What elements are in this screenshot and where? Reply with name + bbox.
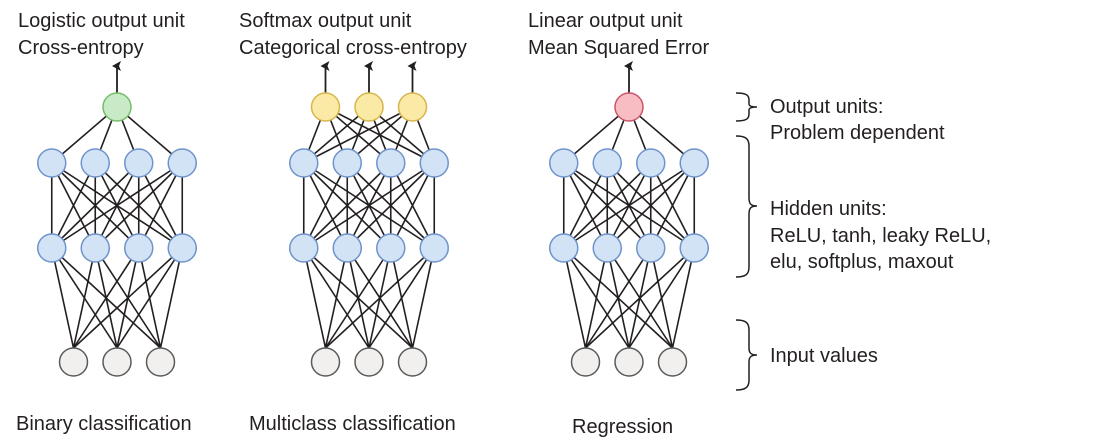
multiclass-edge-hidden2-hidden1: [303, 162, 435, 249]
binary-title-line1: Logistic output unit: [18, 10, 185, 32]
binary-title-line2: Cross-entropy: [18, 37, 144, 59]
binary-edge-hidden2-hidden1: [51, 162, 96, 249]
regression-edge-hidden2-hidden1: [563, 162, 695, 249]
output-brace: [735, 92, 758, 122]
binary-edge-hidden2-hidden1: [51, 162, 140, 249]
multiclass-edge-input-hidden2: [389, 247, 414, 349]
binary-input-node: [58, 347, 89, 377]
regression-hidden1-node: [592, 148, 622, 178]
binary-hidden1-node: [167, 148, 197, 178]
multiclass-title-line2: Categorical cross-entropy: [239, 37, 467, 59]
multiclass-hidden1-node: [289, 148, 319, 178]
regression-edge-input-hidden2: [649, 247, 674, 349]
regression-hidden1-node: [636, 148, 666, 178]
regression-edge-input-hidden2: [562, 247, 587, 349]
multiclass-hidden2-node: [419, 233, 449, 263]
binary-hidden1-node: [124, 148, 154, 178]
binary-hidden1-node: [80, 148, 110, 178]
multiclass-hidden1-node: [376, 148, 406, 178]
multiclass-edge-hidden2-hidden1: [346, 162, 435, 249]
regression-edge-hidden2-hidden1: [650, 162, 695, 249]
binary-edge-input-hidden2: [51, 247, 118, 349]
regression-input-node: [657, 347, 688, 377]
regression-hidden1-node: [679, 148, 709, 178]
multiclass-edge-hidden1-output: [325, 106, 435, 164]
regression-input-node: [570, 347, 601, 377]
multiclass-edge-input-hidden2: [302, 247, 327, 349]
regression-edge-input-hidden2: [606, 247, 674, 349]
regression-edge-input-hidden2: [563, 247, 630, 349]
binary-edge-hidden2-hidden1: [94, 162, 183, 249]
regression-title-line1: Linear output unit: [528, 10, 683, 32]
multiclass-output-node: [397, 92, 428, 122]
binary-edge-input-hidden2: [159, 247, 184, 349]
multiclass-caption: Multiclass classification: [249, 413, 456, 435]
regression-caption: Regression: [572, 416, 673, 438]
regression-edge-input-hidden2: [671, 247, 696, 349]
multiclass-output-node: [354, 92, 384, 122]
regression-hidden2-node: [679, 233, 709, 263]
hidden-units-desc-line2: elu, softplus, maxout: [770, 251, 954, 273]
multiclass-input-node: [397, 347, 428, 377]
binary-hidden2-node: [80, 233, 110, 263]
input-brace: [735, 319, 758, 391]
multiclass-title-line1: Softmax output unit: [239, 10, 412, 32]
binary-edge-input-hidden2: [94, 247, 162, 349]
regression-hidden2-node: [549, 233, 579, 263]
binary-hidden2-node: [124, 233, 154, 263]
regression-hidden2-node: [636, 233, 666, 263]
binary-hidden2-node: [167, 233, 197, 263]
binary-input-node: [102, 347, 132, 377]
multiclass-output-node: [310, 92, 341, 122]
multiclass-hidden2-node: [376, 233, 406, 263]
regression-edge-hidden2-hidden1: [563, 162, 652, 249]
binary-input-node: [145, 347, 176, 377]
multiclass-edge-hidden2-hidden1: [303, 162, 392, 249]
output-units-desc: Problem dependent: [770, 122, 945, 144]
binary-hidden1-node: [37, 148, 67, 178]
multiclass-edge-input-hidden2: [411, 247, 436, 349]
binary-edge-input-hidden2: [50, 247, 75, 349]
regression-title-line2: Mean Squared Error: [528, 37, 710, 59]
regression-hidden1-node: [549, 148, 579, 178]
multiclass-edge-hidden2-hidden1: [390, 162, 435, 249]
multiclass-hidden2-node: [289, 233, 319, 263]
binary-output-node: [102, 92, 132, 122]
hidden-brace: [735, 135, 758, 278]
regression-edge-input-hidden2: [563, 247, 674, 349]
regression-edge-hidden2-hidden1: [606, 162, 695, 249]
regression-output-node: [614, 92, 644, 122]
multiclass-input-node: [354, 347, 384, 377]
binary-edge-hidden2-hidden1: [51, 162, 183, 249]
binary-edge-hidden2-hidden1: [138, 162, 183, 249]
binary-hidden2-node: [37, 233, 67, 263]
hidden-units-label: Hidden units:: [770, 198, 887, 220]
multiclass-hidden2-node: [332, 233, 362, 263]
multiclass-edge-input-hidden2: [303, 247, 370, 349]
binary-caption: Binary classification: [16, 413, 192, 435]
multiclass-edge-input-hidden2: [303, 247, 414, 349]
binary-edge-input-hidden2: [51, 247, 162, 349]
regression-hidden2-node: [592, 233, 622, 263]
multiclass-input-node: [310, 347, 341, 377]
multiclass-edge-hidden2-hidden1: [303, 162, 348, 249]
input-values-label: Input values: [770, 345, 878, 367]
regression-edge-hidden2-hidden1: [563, 162, 608, 249]
multiclass-hidden1-node: [419, 148, 449, 178]
hidden-units-desc-line1: ReLU, tanh, leaky ReLU,: [770, 225, 991, 247]
regression-input-node: [614, 347, 644, 377]
binary-edge-input-hidden2: [137, 247, 162, 349]
output-units-label: Output units:: [770, 96, 883, 118]
multiclass-hidden1-node: [332, 148, 362, 178]
multiclass-edge-input-hidden2: [346, 247, 414, 349]
